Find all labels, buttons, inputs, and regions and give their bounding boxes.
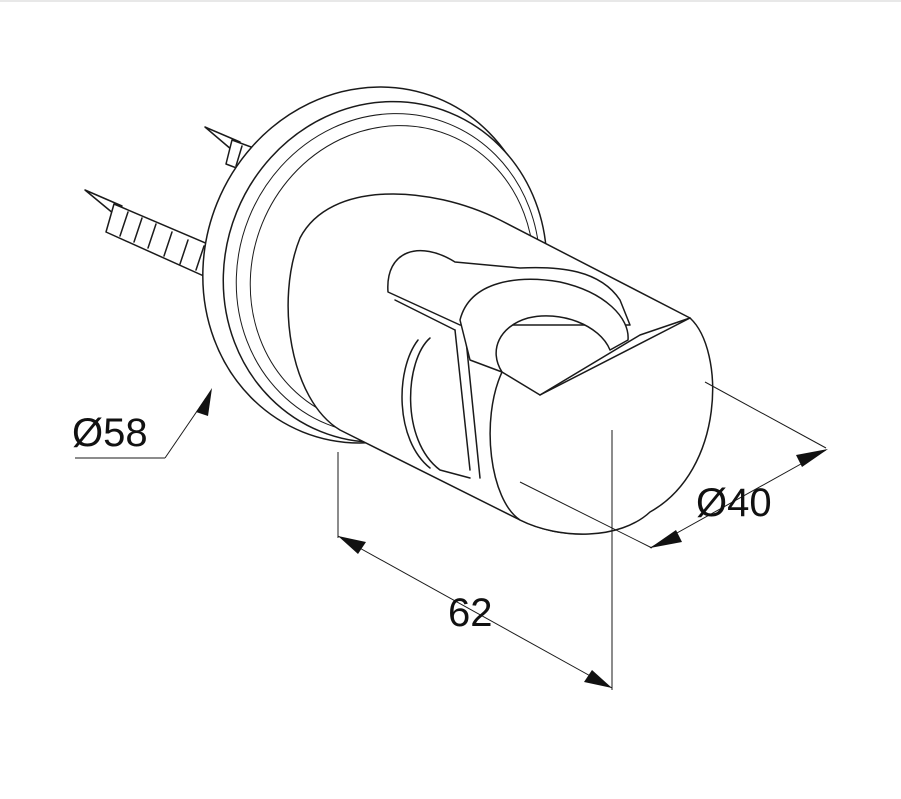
- label-flange-diameter: Ø58: [72, 411, 148, 455]
- label-body-diameter: Ø40: [696, 481, 772, 525]
- dim-body-diameter: [519, 381, 828, 549]
- holder-body: [287, 193, 714, 535]
- top-border: [0, 0, 901, 2]
- dim-depth: [337, 430, 613, 690]
- dim-flange: [75, 388, 212, 459]
- label-depth: 62: [448, 591, 493, 635]
